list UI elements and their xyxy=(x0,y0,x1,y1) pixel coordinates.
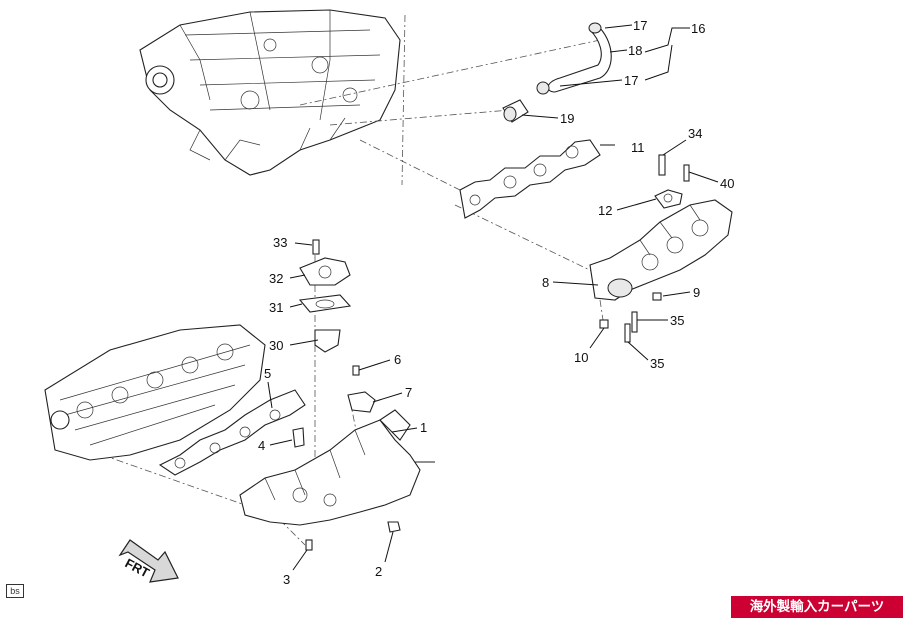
bolt-6 xyxy=(352,365,360,376)
callout-labels: 17 16 18 17 19 11 34 40 12 8 9 35 10 35 … xyxy=(258,18,734,587)
sensor-7 xyxy=(347,391,376,413)
callout-19: 19 xyxy=(560,111,574,126)
callout-40: 40 xyxy=(720,176,734,191)
nut-2 xyxy=(387,521,401,533)
exhaust-manifold-gasket-lower xyxy=(158,389,306,476)
callout-8: 8 xyxy=(542,275,549,290)
callout-4: 4 xyxy=(258,438,265,453)
manifold-1 xyxy=(239,409,435,526)
thermostat-stack xyxy=(298,239,352,353)
nut-9 xyxy=(652,292,662,301)
engine-block-upper xyxy=(139,9,401,176)
callout-33: 33 xyxy=(273,235,287,250)
callout-12: 12 xyxy=(598,203,612,218)
sensor-4 xyxy=(292,427,305,448)
nut-10 xyxy=(599,319,609,329)
callout-16: 16 xyxy=(691,21,705,36)
callout-30: 30 xyxy=(269,338,283,353)
bolt-3 xyxy=(305,539,313,551)
import-parts-badge: 海外製輸入カーパーツ xyxy=(731,596,903,618)
leader-lines xyxy=(267,24,719,571)
stud-35-b xyxy=(624,323,631,343)
exhaust-manifold xyxy=(589,189,733,301)
callout-9: 9 xyxy=(693,285,700,300)
doc-reference-box: bs xyxy=(6,584,24,598)
cylinder-head-lower xyxy=(44,324,266,461)
callout-31: 31 xyxy=(269,300,283,315)
coolant-hose-group xyxy=(502,22,612,123)
callout-34: 34 xyxy=(688,126,702,141)
callout-5: 5 xyxy=(264,366,271,381)
callout-1: 1 xyxy=(420,420,427,435)
callout-17b: 17 xyxy=(624,73,638,88)
callout-18: 18 xyxy=(628,43,642,58)
stud-40 xyxy=(683,164,690,182)
callout-17a: 17 xyxy=(633,18,647,33)
stud-35-a xyxy=(631,311,638,333)
callout-3: 3 xyxy=(283,572,290,587)
exhaust-manifold-gasket-upper xyxy=(459,139,601,219)
callout-35a: 35 xyxy=(670,313,684,328)
stud-11-34 xyxy=(658,154,666,176)
front-direction-arrow-icon: FRT xyxy=(118,539,179,583)
callout-10: 10 xyxy=(574,350,588,365)
callout-11: 11 xyxy=(631,140,645,155)
callout-32: 32 xyxy=(269,271,283,286)
callout-7: 7 xyxy=(405,385,412,400)
callout-2: 2 xyxy=(375,564,382,579)
callout-6: 6 xyxy=(394,352,401,367)
callout-35b: 35 xyxy=(650,356,664,371)
